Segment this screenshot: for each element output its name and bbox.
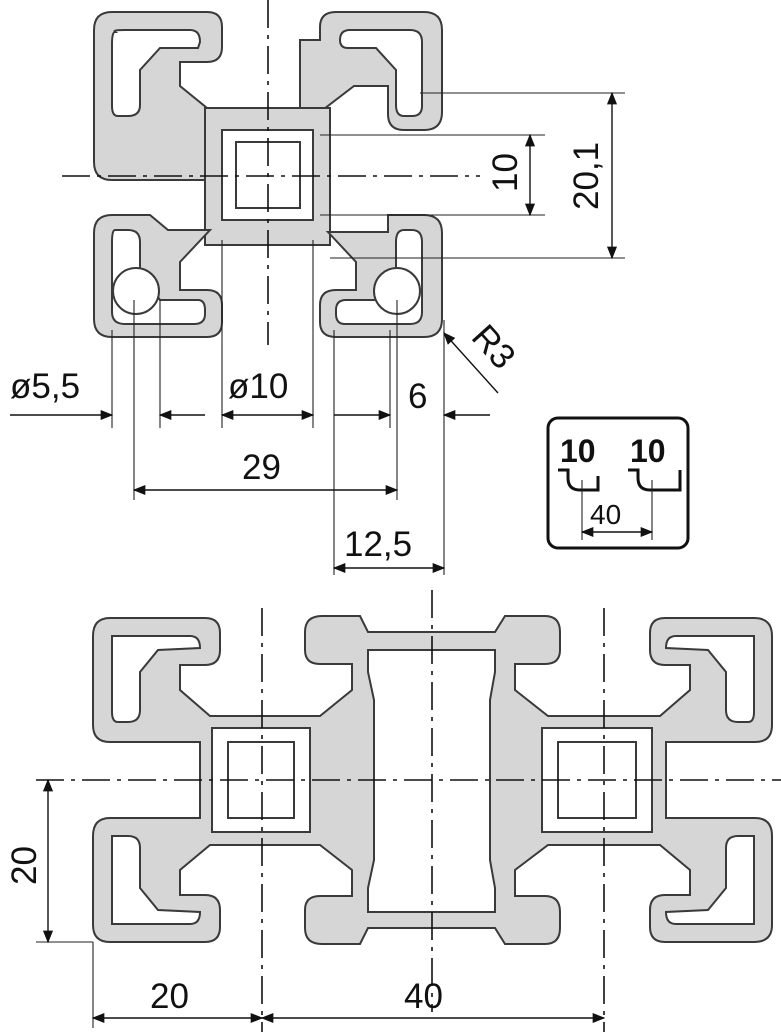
slot-icon-profile-right [628,468,682,492]
slot-pitch-icon: 10 10 40 [546,416,690,550]
lobe-cutout-bl-bottom [111,835,202,925]
dim-label-slot-10: 10 [486,153,525,192]
dim-label-edge-6: 6 [408,377,427,416]
dim-label-span-29: 29 [242,448,281,487]
dim-line-radius [443,332,499,394]
lobe-cutout-top-right [338,29,423,117]
dim-label-height: 20,1 [567,142,606,210]
dim-label-module-20-h: 20 [150,977,189,1016]
core-cutout-left [211,727,311,833]
dim-label-offset: 12,5 [344,525,412,564]
slot-icon-label-left: 10 [560,433,596,469]
dim-label-bore: ø10 [228,367,288,406]
dim-label-module-20-v: 20 [5,846,44,885]
lobe-cutout-br-bottom [664,835,755,925]
slot-icon-label-pitch: 40 [590,499,621,530]
bore-hole-left [112,267,160,315]
dim-label-radius: R3 [464,317,523,376]
lobe-cutout-top-left [111,29,202,117]
slot-icon-label-right: 10 [630,433,666,469]
slot-icon-profile-left [558,468,600,492]
slot-icon-frame [546,416,690,550]
lobe-cutout-bl-top [111,635,202,723]
lobe-cutout-br-top [664,635,755,723]
dim-label-hole-small: ø5,5 [10,367,80,406]
dim-label-module-40: 40 [404,977,443,1016]
